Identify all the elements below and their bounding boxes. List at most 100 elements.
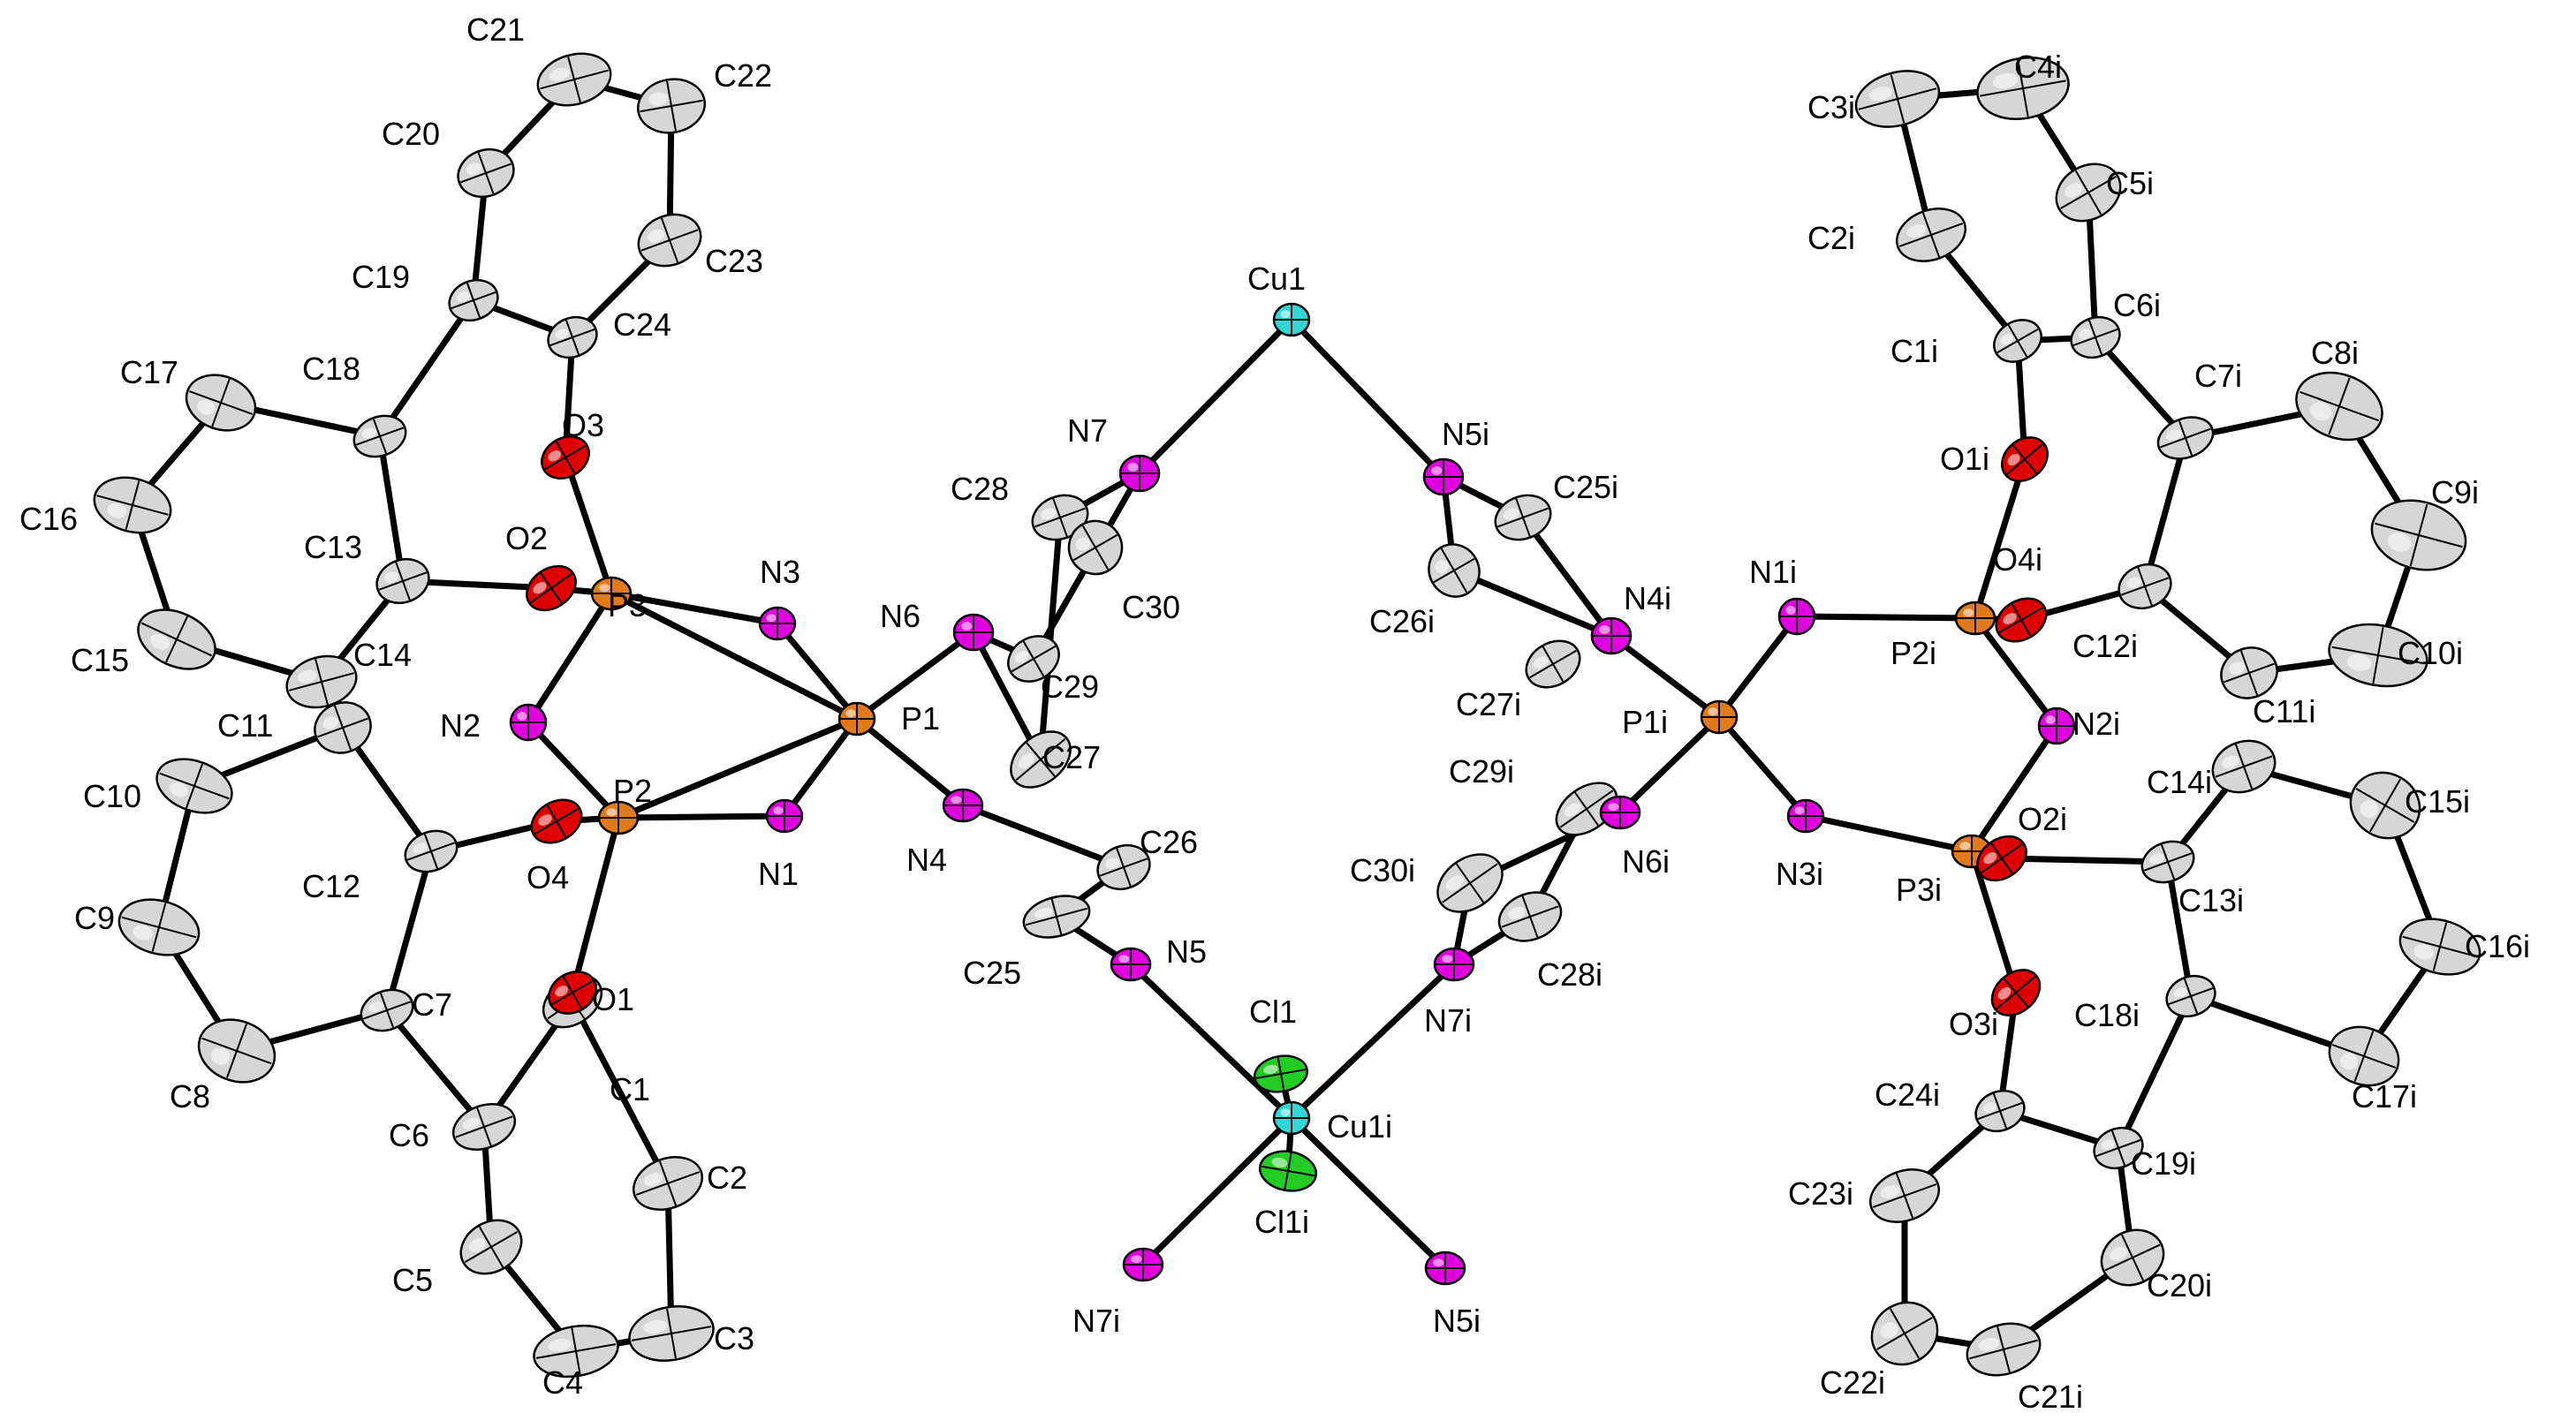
atom-label-C1: C1 <box>610 1071 650 1107</box>
atom-C15 <box>137 608 216 670</box>
bond-N1i-P2i <box>1793 613 1979 622</box>
atom-label-C18i: C18i <box>2074 997 2140 1033</box>
atom-label-C4: C4 <box>542 1364 583 1401</box>
atom-C30 <box>1067 519 1124 576</box>
atom-label-Cu1i: Cu1i <box>1327 1108 1392 1145</box>
atom-O1 <box>548 971 597 1015</box>
atom-N5 <box>1110 947 1152 982</box>
atom-C27 <box>1010 730 1072 789</box>
atom-label-C16: C16 <box>19 501 78 537</box>
atom-label-P1: P1 <box>901 700 940 737</box>
atom-label-C18: C18 <box>302 351 360 387</box>
bond-N2-P2 <box>525 719 622 821</box>
atom-N6i <box>1599 795 1641 830</box>
atom-label-C24i: C24i <box>1875 1077 1940 1113</box>
bond-Cu1-N5i <box>1288 316 1447 480</box>
atom-C14i <box>2211 739 2277 794</box>
bond-C12i-C7i <box>2141 434 2189 590</box>
atom-C14 <box>285 654 358 709</box>
atom-label-C3i: C3i <box>1807 89 1855 125</box>
atom-label-C30: C30 <box>1122 589 1180 625</box>
atom-label-N6: N6 <box>880 598 921 634</box>
bond-P3i-N2i <box>1968 722 2060 855</box>
atom-C13 <box>375 557 430 605</box>
atom-label-O4: O4 <box>527 859 569 895</box>
atom-C12 <box>404 829 458 873</box>
atom-label-Cl1i: Cl1i <box>1254 1204 1309 1240</box>
atom-label-C20: C20 <box>382 116 440 152</box>
atom-label-C27i: C27i <box>1456 686 1521 722</box>
bond-P1-N3 <box>774 620 860 722</box>
atom-C7i <box>2156 416 2215 460</box>
atom-label-O3i: O3i <box>1949 1006 1998 1042</box>
atom-C29 <box>1007 635 1060 683</box>
atom-C19 <box>448 278 499 322</box>
atom-P3 <box>590 576 633 611</box>
bond-C6i-C7i <box>2092 334 2189 442</box>
atom-C6i <box>2070 315 2121 359</box>
atom-label-C14i: C14i <box>2147 764 2212 800</box>
atom-label-P2: P2 <box>613 773 652 809</box>
bond-P3i-O3i <box>1968 848 2019 996</box>
atom-label-N4i: N4i <box>1624 580 1671 616</box>
atom-O3 <box>541 435 590 480</box>
atom-C23i <box>1868 1168 1941 1223</box>
atom-C7 <box>360 988 414 1032</box>
atom-label-O1: O1 <box>592 981 634 1017</box>
atom-N5i <box>1422 457 1465 496</box>
atom-label-C13: C13 <box>304 529 362 565</box>
bond-P1i-N6i <box>1617 714 1723 816</box>
atom-N5i <box>1424 1250 1466 1286</box>
atom-N4 <box>942 788 984 823</box>
atom-label-C29: C29 <box>1041 669 1099 705</box>
bond-Cu1i-N5i <box>1288 1114 1449 1272</box>
atom-label-C17i: C17i <box>2352 1078 2417 1114</box>
atom-label-C7: C7 <box>412 986 452 1023</box>
atom-C11i <box>2220 646 2278 699</box>
bond-P1i-N4i <box>1608 632 1723 721</box>
atom-label-C10: C10 <box>83 778 141 814</box>
atom-label-C22i: C22i <box>1820 1364 1885 1401</box>
atom-O2 <box>526 564 577 612</box>
atom-N1i <box>1777 597 1816 636</box>
atom-C10i <box>2328 623 2428 688</box>
atom-label-O2: O2 <box>505 520 548 556</box>
atom-label-C29i: C29i <box>1449 753 1514 790</box>
atom-label-C26: C26 <box>1140 824 1198 860</box>
atom-label-N7i: N7i <box>1424 1002 1472 1039</box>
atom-label-C6: C6 <box>389 1117 429 1153</box>
bond-P2i-N2i <box>1972 615 2060 729</box>
atom-Cl1i <box>1259 1150 1317 1192</box>
bond-C18i-C19i <box>2115 993 2194 1152</box>
atom-label-N3i: N3i <box>1776 856 1823 892</box>
atom-label-C8: C8 <box>170 1078 210 1114</box>
label-layer: C1C2C3C4C5C6C7C8C9C10C11C12C13C14C15C16C… <box>19 11 2530 1415</box>
atom-C29i <box>1555 782 1618 836</box>
atom-label-C24: C24 <box>613 306 671 343</box>
atom-C22 <box>636 78 707 134</box>
atom-N7 <box>1118 454 1161 493</box>
bond-N7-Cu1 <box>1136 316 1295 477</box>
atom-label-Cl1: Cl1 <box>1249 994 1297 1030</box>
bond-N3i-P3i <box>1802 812 1975 855</box>
atom-C15i <box>2349 771 2421 840</box>
atom-C22i <box>1870 1301 1939 1366</box>
atom-C9 <box>117 898 201 956</box>
atom-C5 <box>459 1219 523 1275</box>
atom-N1 <box>765 798 804 834</box>
atom-P2 <box>597 800 640 835</box>
bond-Cu1i-N7i <box>1288 961 1458 1122</box>
atom-N2 <box>509 703 548 742</box>
atom-label-N2i: N2i <box>2072 706 2120 742</box>
atom-O4i <box>1995 597 2048 643</box>
bond-P1-N4 <box>853 715 966 809</box>
atom-label-C7i: C7i <box>2194 358 2242 394</box>
atom-C24i <box>1974 1089 2026 1133</box>
atom-label-C5i: C5i <box>2106 165 2154 201</box>
bond-C18-C19 <box>376 297 477 440</box>
atom-label-N7: N7 <box>1067 412 1108 449</box>
atom-C2i <box>1895 208 1967 262</box>
atom-C2 <box>632 1156 704 1211</box>
atom-label-C2: C2 <box>707 1160 747 1196</box>
atom-label-P3i: P3i <box>1896 872 1942 908</box>
